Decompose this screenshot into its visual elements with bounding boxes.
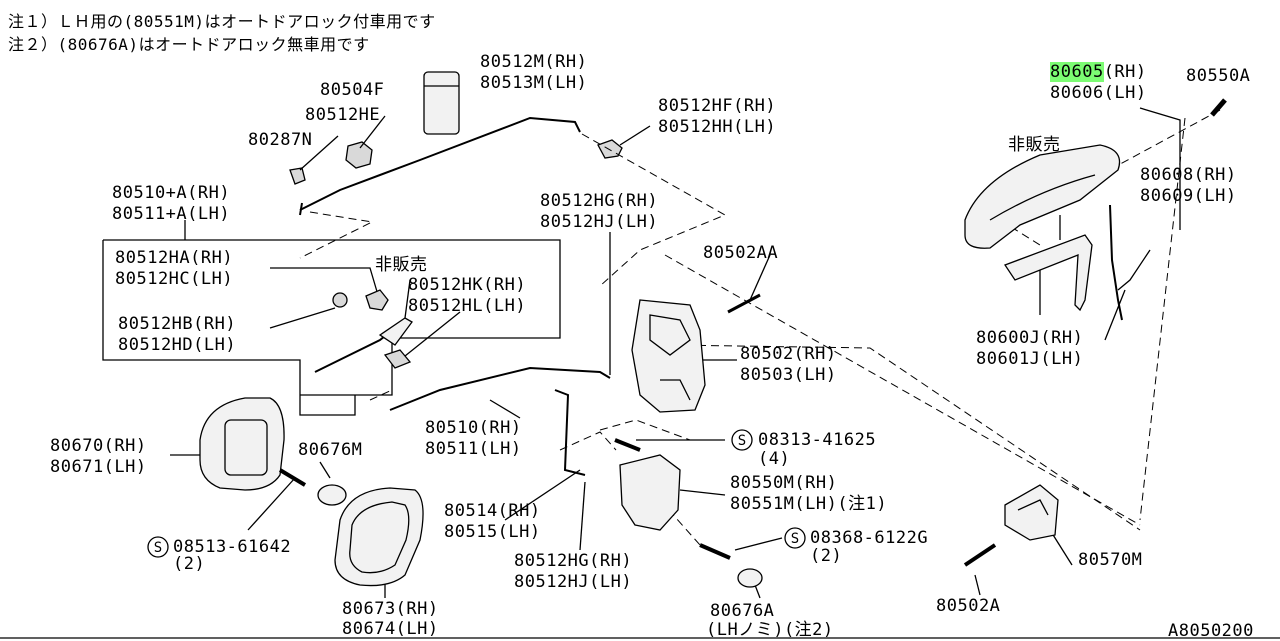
label-80512hj-top: 80512HJ(LH) xyxy=(540,212,659,232)
screw-80502aa xyxy=(727,293,761,314)
screw-80502a xyxy=(963,543,997,567)
screw-08368 xyxy=(699,543,731,560)
label-80512hf: 80512HF(RH) xyxy=(658,96,777,116)
label-80673: 80673(RH) xyxy=(342,599,439,619)
clip-80512hf xyxy=(597,139,623,159)
label-80287n: 80287N xyxy=(248,130,313,150)
rod-80514 xyxy=(554,389,586,476)
s-mark-08513 xyxy=(147,536,169,558)
actuator-80550m xyxy=(619,454,681,531)
diagram-id: A8050200 xyxy=(1168,621,1254,641)
label-80512ha: 80512HA(RH) xyxy=(115,248,234,268)
rod-80512m xyxy=(299,116,581,211)
cap-80676m xyxy=(317,484,347,506)
label-80512hd: 80512HD(LH) xyxy=(118,335,237,355)
label-80512hk: 80512HK(RH) xyxy=(408,275,527,295)
cap-80676a xyxy=(737,568,763,588)
label-80605: 80605(RH) xyxy=(1050,62,1147,82)
label-80510: 80510(RH) xyxy=(425,418,522,438)
label-08368: 08368-6122G xyxy=(810,528,929,548)
s-letter: S xyxy=(791,531,799,547)
label-80570m: 80570M xyxy=(1078,550,1143,570)
clip-80287n xyxy=(289,167,306,185)
label-not-for-sale-1: 非販売 xyxy=(375,255,428,275)
note-1: 注１）ＬＨ用の(80551M)はオートドアロック付車用です xyxy=(8,12,436,31)
label-80512he: 80512HE xyxy=(305,105,381,125)
group-box-outline xyxy=(102,239,561,416)
label-80512hb: 80512HB(RH) xyxy=(118,314,237,334)
clip-80512he xyxy=(345,141,373,169)
screw-08513 xyxy=(278,468,307,487)
label-80676a: 80676A xyxy=(710,601,775,621)
escutcheon-80673 xyxy=(334,487,424,587)
s-letter: S xyxy=(738,433,746,449)
label-80514: 80514(RH) xyxy=(444,501,541,521)
rod-80510 xyxy=(389,366,611,411)
label-80503: 80503(LH) xyxy=(740,365,837,385)
inside-handle-80605 xyxy=(964,144,1121,249)
label-80515: 80515(LH) xyxy=(444,522,541,542)
label-80511a: 80511+A(LH) xyxy=(112,204,231,224)
label-80676m: 80676M xyxy=(298,440,363,460)
label-80601j: 80601J(LH) xyxy=(976,349,1084,369)
highlighted-part-number: 80605 xyxy=(1050,62,1104,82)
cable-80608 xyxy=(1109,204,1123,321)
part-80504f xyxy=(423,71,460,135)
label-80504f: 80504F xyxy=(320,80,385,100)
label-80551m: 80551M(LH)(注1) xyxy=(730,494,888,514)
striker-80570m xyxy=(1004,484,1059,541)
label-80671: 80671(LH) xyxy=(50,457,147,477)
label-80502aa: 80502AA xyxy=(703,243,779,263)
label-80609: 80609(LH) xyxy=(1140,186,1237,206)
label-80512m: 80512M(RH) xyxy=(480,52,588,72)
label-80550m: 80550M(RH) xyxy=(730,473,838,493)
label-80670: 80670(RH) xyxy=(50,436,147,456)
label-80502: 80502(RH) xyxy=(740,344,837,364)
label-80512hg-top: 80512HG(RH) xyxy=(540,191,659,211)
label-08513: 08513-61642 xyxy=(173,537,292,557)
label-not-for-sale-2: 非販売 xyxy=(1008,135,1061,155)
handle-frame-80670 xyxy=(199,397,285,491)
label-08368-qty: (2) xyxy=(810,546,843,566)
label-80600j: 80600J(RH) xyxy=(976,328,1084,348)
s-letter: S xyxy=(154,540,162,556)
label-80512hg-bottom: 80512HG(RH) xyxy=(514,551,633,571)
rod-80600j xyxy=(1004,234,1093,312)
label-80502a: 80502A xyxy=(936,596,1001,616)
label-80511: 80511(LH) xyxy=(425,439,522,459)
label-80512hc: 80512HC(LH) xyxy=(115,269,234,289)
screw-08313 xyxy=(614,438,641,452)
label-80512hh: 80512HH(LH) xyxy=(658,117,777,137)
s-mark-08313 xyxy=(731,429,753,451)
label-80512hj-bottom: 80512HJ(LH) xyxy=(514,572,633,592)
note-2: 注２）(80676A)はオートドアロック無車用です xyxy=(8,35,370,54)
label-80512hl: 80512HL(LH) xyxy=(408,296,527,316)
clip-80512hb xyxy=(332,292,348,308)
label-80676a-note: (LHノミ)(注2) xyxy=(706,620,834,640)
label-80674: 80674(LH) xyxy=(342,619,439,639)
label-80513m: 80513M(LH) xyxy=(480,73,588,93)
door-lock-80502 xyxy=(631,299,706,413)
label-80605-side: (RH) xyxy=(1103,62,1147,82)
label-08313: 08313-41625 xyxy=(758,430,877,450)
label-80608: 80608(RH) xyxy=(1140,165,1237,185)
screw-80550a xyxy=(1210,98,1227,117)
label-08313-qty: (4) xyxy=(758,449,791,469)
label-80550a: 80550A xyxy=(1186,66,1251,86)
label-80510a: 80510+A(RH) xyxy=(112,183,231,203)
label-08513-qty: (2) xyxy=(173,554,206,574)
s-mark-08368 xyxy=(784,527,806,549)
label-80606: 80606(LH) xyxy=(1050,83,1147,103)
clip-80512ha xyxy=(365,289,389,311)
